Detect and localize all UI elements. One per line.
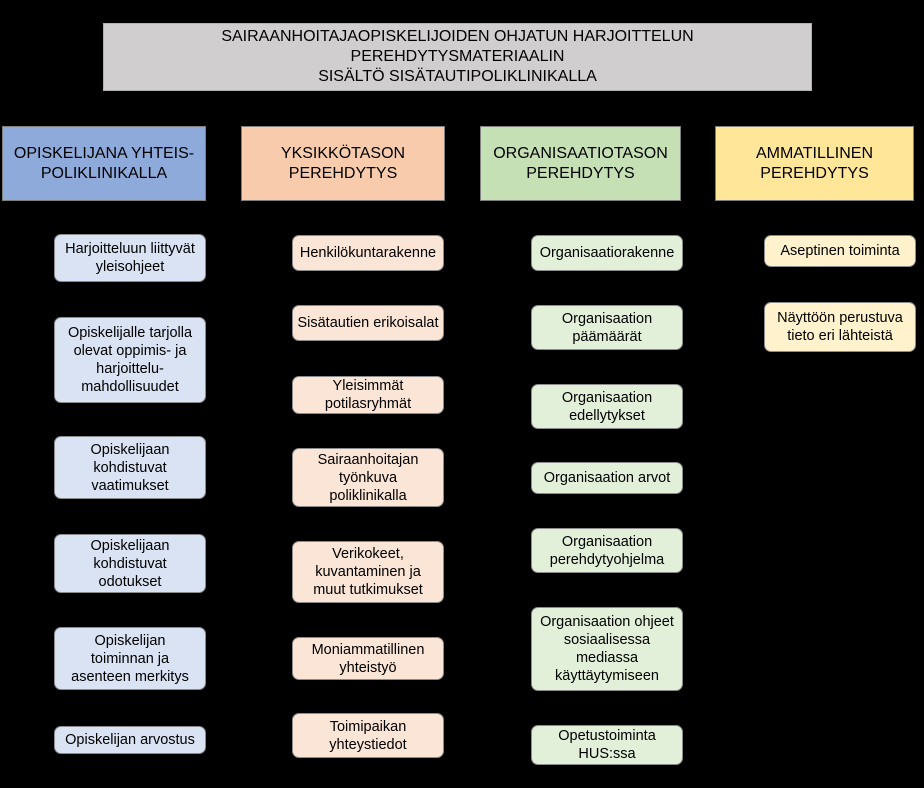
item-expectations: Opiskelijaan kohdistuvat odotukset (54, 534, 206, 593)
column-header-student: OPISKELIJANA YHTEIS- POLIKLINIKALLA (2, 126, 206, 201)
item-patient-groups: Yleisimmät potilasryhmät (292, 376, 444, 414)
column-header-professional: AMMATILLINEN PEREHDYTYS (715, 126, 914, 201)
item-contact-info: Toimipaikan yhteystiedot (292, 713, 444, 758)
item-general-instructions: Harjoitteluun liittyvät yleisohjeet (54, 234, 206, 282)
diagram-title: SAIRAANHOITAJAOPISKELIJOIDEN OHJATUN HAR… (103, 23, 812, 91)
item-org-values: Organisaation arvot (531, 462, 683, 494)
item-org-goals: Organisaation päämäärät (531, 305, 683, 350)
item-nurse-role: Sairaanhoitajan työnkuva poliklinikalla (292, 448, 444, 507)
item-org-prerequisites: Organisaation edellytykset (531, 384, 683, 429)
item-org-onboarding-program: Organisaation perehdytyohjelma (531, 528, 683, 573)
item-org-structure: Organisaatiorakenne (531, 235, 683, 271)
column-header-unit: YKSIKKÖTASON PEREHDYTYS (241, 126, 445, 201)
item-org-social-media: Organisaation ohjeet sosiaalisessa media… (531, 607, 683, 691)
item-learning-opportunities: Opiskelijalle tarjolla olevat oppimis- j… (54, 317, 206, 403)
item-attitude: Opiskelijan toiminnan ja asenteen merkit… (54, 627, 206, 690)
item-multiprofessional: Moniammatillinen yhteistyö (292, 637, 444, 680)
item-examinations: Verikokeet, kuvantaminen ja muut tutkimu… (292, 541, 444, 603)
item-specialties: Sisätautien erikoisalat (292, 305, 444, 341)
item-teaching-hus: Opetustoiminta HUS:ssa (531, 725, 683, 765)
item-requirements: Opiskelijaan kohdistuvat vaatimukset (54, 436, 206, 499)
item-appreciation: Opiskelijan arvostus (54, 726, 206, 754)
item-aseptic: Aseptinen toiminta (764, 235, 916, 267)
item-evidence-based: Näyttöön perustuva tieto eri lähteistä (764, 302, 916, 352)
item-staff-structure: Henkilökuntarakenne (292, 235, 444, 271)
column-header-organization: ORGANISAATIOTASON PEREHDYTYS (480, 126, 681, 201)
